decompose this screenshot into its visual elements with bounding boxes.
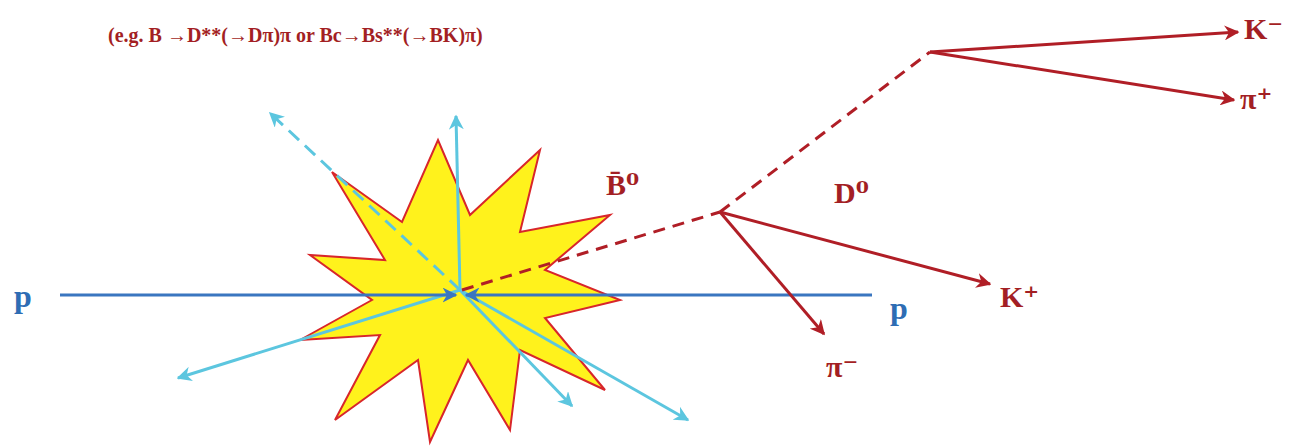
track-dashed: [270, 113, 460, 290]
b-meson-track: [462, 212, 720, 290]
track: [460, 290, 688, 420]
proton-beam: [466, 294, 872, 297]
track: [178, 290, 460, 378]
pion-track: [720, 212, 824, 334]
beam-label: p: [14, 278, 32, 315]
kaon-track: [720, 212, 990, 284]
beam-label: p: [890, 290, 908, 327]
particle-label: B̄⁰: [606, 168, 639, 203]
example-note: (e.g. B →D**(→Dπ)π or Bc→Bs**(→BK)π): [108, 24, 483, 47]
particle-label: π⁺: [1240, 82, 1272, 117]
particle-label: D⁰: [834, 176, 869, 211]
kaon-track: [930, 32, 1238, 52]
particle-label: π⁻: [826, 350, 858, 385]
track: [460, 290, 572, 406]
pion-track: [930, 52, 1234, 100]
d-meson-track: [720, 52, 930, 212]
particle-label: K⁻: [1244, 12, 1283, 47]
track: [456, 116, 460, 290]
particle-label: K⁺: [1000, 280, 1039, 315]
proton-beam: [60, 294, 456, 297]
